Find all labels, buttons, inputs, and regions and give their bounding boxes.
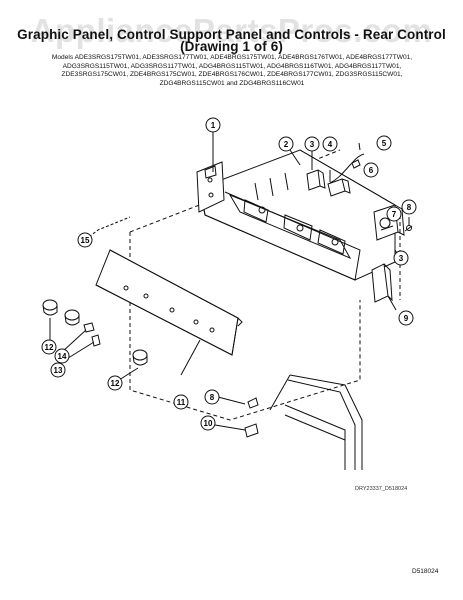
svg-text:5: 5 [382,139,387,148]
svg-text:14: 14 [58,352,67,361]
svg-text:7: 7 [392,210,397,219]
svg-text:4: 4 [328,140,333,149]
callout-10: 10 [200,415,216,431]
end-bracket [196,161,225,213]
svg-text:2: 2 [284,140,289,149]
diagram-title: Graphic Panel, Control Support Panel and… [17,27,446,42]
clip [244,423,259,438]
cabinet-section [269,374,363,470]
screw [404,225,413,232]
knob [42,299,58,316]
svg-text:12: 12 [45,343,54,352]
graphic-panel [95,249,243,356]
svg-text:8: 8 [210,393,215,402]
knob-insert [83,322,95,333]
page-code: D518024 [412,568,439,575]
callout-1: 1 [205,117,221,133]
svg-text:8: 8 [407,203,412,212]
end-cap [371,263,393,303]
callout-9: 9 [398,310,414,326]
svg-text:11: 11 [177,398,186,407]
svg-text:15: 15 [81,236,90,245]
callout-6: 6 [363,162,379,178]
svg-text:1: 1 [211,121,216,130]
connector [327,178,351,197]
callout-4: 4 [322,136,338,152]
switch [306,169,326,191]
knob-spring [91,334,101,347]
svg-text:9: 9 [404,314,409,323]
dashed-outline [129,232,361,421]
knob [132,349,148,366]
callouts: 1 2 3 4 5 6 7 8 3 9 15 12 14 13 12 11 8 … [41,117,417,431]
callout-14: 14 [54,348,70,364]
svg-text:6: 6 [369,166,374,175]
knob [64,309,80,326]
models-line: ZDE3SRGS175CW01, ZDE4BRGS175CW01, ZDE4BR… [61,71,403,78]
callout-8b: 8 [204,389,220,405]
screw [247,397,259,409]
callout-15: 15 [77,232,93,248]
callout-3: 3 [304,136,320,152]
svg-text:10: 10 [204,419,213,428]
callout-12b: 12 [107,375,123,391]
drawing-code: DRY23337_D518024 [355,486,408,492]
callout-2: 2 [278,136,294,152]
callout-12: 12 [41,339,57,355]
svg-text:13: 13 [54,366,63,375]
svg-text:3: 3 [310,140,315,149]
diagram-subtitle: (Drawing 1 of 6) [180,39,283,54]
callout-7: 7 [386,206,402,222]
callout-5: 5 [376,135,392,151]
callout-13: 13 [50,362,66,378]
models-line: Models ADE3SRGS175TW01, ADE3SRGS177TW01,… [51,54,413,61]
models-line: ADG3SRGS115TW01, ADG3SRGS117TW01, ADG4BR… [62,62,402,70]
callout-3b: 3 [393,250,409,266]
callout-8: 8 [401,199,417,215]
models-line: ZDG4BRGS115CW01 and ZDG4BRGS116CW01 [159,79,305,87]
svg-text:12: 12 [111,379,120,388]
svg-text:3: 3 [399,254,404,263]
callout-11: 11 [173,394,189,410]
